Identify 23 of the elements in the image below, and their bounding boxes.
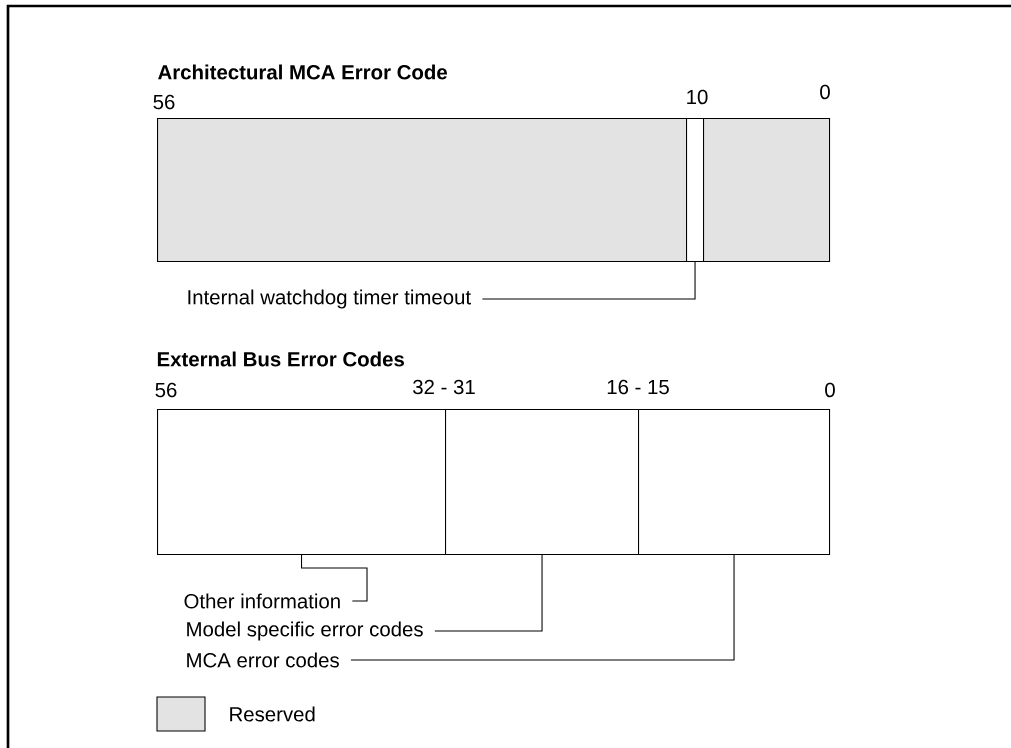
reserved-field	[703, 118, 831, 263]
bit-number: 16 - 15	[607, 379, 669, 395]
bit-field	[157, 409, 447, 556]
callout-text: MCA error codes	[187, 652, 339, 668]
bit-number: 32 - 31	[413, 379, 475, 395]
bit-number: 0	[820, 84, 830, 100]
bit-number: 0	[825, 382, 835, 398]
leader-line	[481, 261, 696, 300]
leader-line	[350, 554, 735, 661]
legend-label: Reserved	[230, 706, 315, 722]
bit-number: 10	[687, 89, 708, 105]
bit-number: 56	[153, 94, 175, 110]
bit-field	[638, 409, 831, 556]
leader-line	[434, 554, 543, 632]
leader-line	[301, 554, 368, 602]
callout-text: Model specific error codes	[187, 621, 423, 641]
section-heading: Architectural MCA Error Code	[158, 64, 447, 80]
bit-field	[445, 409, 640, 556]
callout-text: Other information	[184, 593, 340, 609]
callout-text: Internal watchdog timer timeout	[188, 289, 471, 309]
reserved-field	[157, 118, 688, 263]
bit-field	[686, 118, 705, 263]
section-heading: External Bus Error Codes	[157, 351, 404, 367]
